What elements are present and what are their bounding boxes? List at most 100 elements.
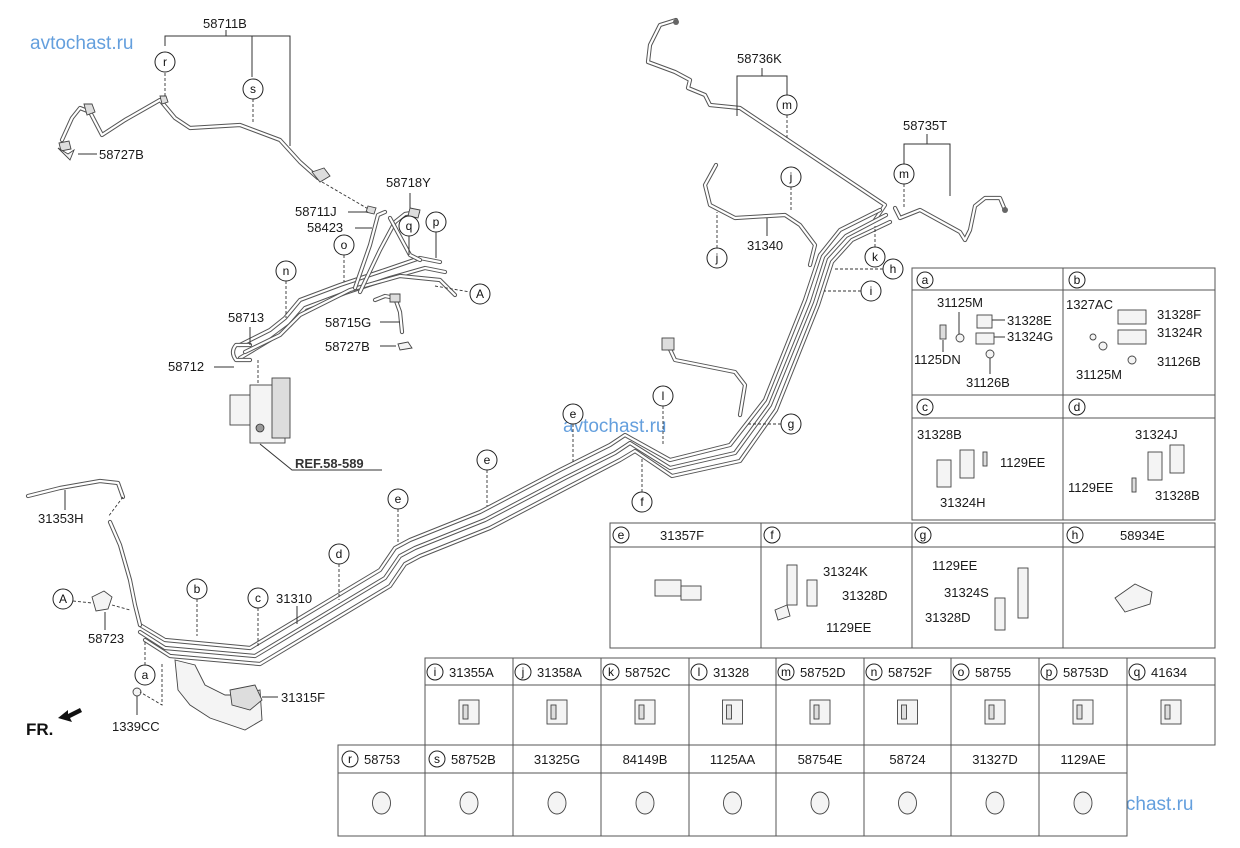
label-58715G: 58715G [325, 315, 371, 330]
part-illustration-1125AA [723, 791, 742, 815]
bracket-58723 [91, 590, 113, 612]
svg-text:q: q [1134, 665, 1141, 679]
svg-text:31126B: 31126B [966, 375, 1010, 390]
svg-text:31328D: 31328D [842, 588, 888, 603]
svg-text:31328F: 31328F [1157, 307, 1201, 322]
part-number: 31355A [449, 665, 494, 680]
svg-text:1125DN: 1125DN [914, 352, 961, 367]
label-58712: 58712 [168, 359, 204, 374]
label-58736K: 58736K [737, 51, 782, 66]
callout-k: k [864, 246, 886, 268]
callout-c: c [247, 587, 269, 609]
svg-text:i: i [434, 665, 437, 679]
svg-text:31328B: 31328B [917, 427, 962, 442]
svg-text:r: r [163, 55, 167, 69]
svg-text:A: A [59, 592, 67, 606]
hardware-cell-1125AA: 1125AA [688, 744, 777, 837]
svg-text:j: j [521, 665, 525, 679]
svg-text:31126B: 31126B [1157, 354, 1201, 369]
svg-text:b: b [194, 582, 201, 596]
part-number: 31328 [713, 665, 749, 680]
callout-j: j [514, 663, 532, 681]
svg-text:f: f [640, 495, 644, 509]
hardware-cell-1129AE: 1129AE [1038, 744, 1128, 837]
svg-text:g: g [788, 417, 795, 431]
brake-line-58711B [58, 95, 331, 183]
fuel-line-31340 [702, 162, 818, 268]
clip-58727B-mid [397, 341, 413, 351]
part-number: 58754E [798, 752, 843, 767]
part-illustration-1129AE [1073, 791, 1093, 815]
part-number: 58752D [800, 665, 846, 680]
front-direction-indicator: FR. [26, 708, 82, 739]
part-illustration-31327D [985, 791, 1005, 815]
svg-text:p: p [433, 215, 440, 229]
callout-A-upper: A [469, 283, 491, 305]
svg-text:d: d [1074, 400, 1081, 414]
part-illustration-58754E [810, 791, 830, 815]
callout-r: r [154, 51, 176, 73]
brake-line-58736K [645, 17, 888, 223]
hardware-cell-31325G: 31325G [512, 744, 602, 837]
label-58711B: 58711B [203, 16, 247, 31]
callout-b: b [186, 578, 208, 600]
callout-d: d [328, 543, 350, 565]
nut-1339CC [132, 687, 142, 697]
part-number: 58755 [975, 665, 1011, 680]
part-illustration-58752D [809, 699, 831, 725]
callout-e-3: e [387, 488, 409, 510]
svg-text:31328B: 31328B [1155, 488, 1200, 503]
part-illustration-58753D [1072, 699, 1094, 725]
callout-g: g [780, 413, 802, 435]
hardware-cell-58754E: 58754E [775, 744, 865, 837]
callout-j-upper: j [780, 166, 802, 188]
svg-text:b: b [1074, 273, 1081, 287]
detail-box-b: b 1327AC 31328F 31324R 31126B 31125M [1062, 267, 1216, 396]
svg-text:1129EE: 1129EE [1000, 455, 1046, 470]
part-illustration-58755 [984, 699, 1006, 725]
label-31310: 31310 [276, 591, 312, 606]
callout-o: o [333, 234, 355, 256]
label-58723: 58723 [88, 631, 124, 646]
svg-text:r: r [348, 752, 352, 766]
watermark-top-left: avtochast.ru [30, 33, 134, 54]
svg-text:m: m [781, 665, 791, 679]
svg-text:31324H: 31324H [940, 495, 986, 510]
abs-module [229, 360, 291, 444]
ref-arrow [259, 443, 382, 471]
part-illustration-41634 [1160, 699, 1182, 725]
part-number: 31358A [537, 665, 582, 680]
part-number: 1129AE [1060, 752, 1106, 767]
clip-cell-j: j 31358A [512, 657, 602, 746]
svg-text:l: l [662, 389, 665, 403]
svg-text:e: e [395, 492, 402, 506]
clip-58727B-top [57, 147, 75, 161]
callout-m-right: m [893, 163, 915, 185]
callout-p: p [425, 211, 447, 233]
part-illustration-58752C [634, 699, 656, 725]
callout-e-1: e [562, 403, 584, 425]
callout-s: s [242, 78, 264, 100]
svg-text:o: o [958, 665, 965, 679]
svg-text:31324K: 31324K [823, 564, 868, 579]
svg-text:n: n [871, 665, 878, 679]
hose-31353H [25, 478, 143, 628]
svg-text:1129EE: 1129EE [932, 558, 978, 573]
part-number: 31327D [972, 752, 1018, 767]
heat-shield-31315F [139, 659, 263, 731]
callout-h: h [882, 258, 904, 280]
callout-s: s [428, 750, 446, 768]
part-number: 41634 [1151, 665, 1187, 680]
part-illustration-58724 [898, 791, 917, 815]
callout-j-lower: j [706, 247, 728, 269]
svg-text:58934E: 58934E [1120, 528, 1165, 543]
callout-p: p [1040, 663, 1058, 681]
label-1339CC: 1339CC [112, 719, 160, 734]
bracket-58711B [164, 35, 291, 146]
svg-text:31125M: 31125M [937, 295, 983, 310]
label-58713: 58713 [228, 310, 264, 325]
